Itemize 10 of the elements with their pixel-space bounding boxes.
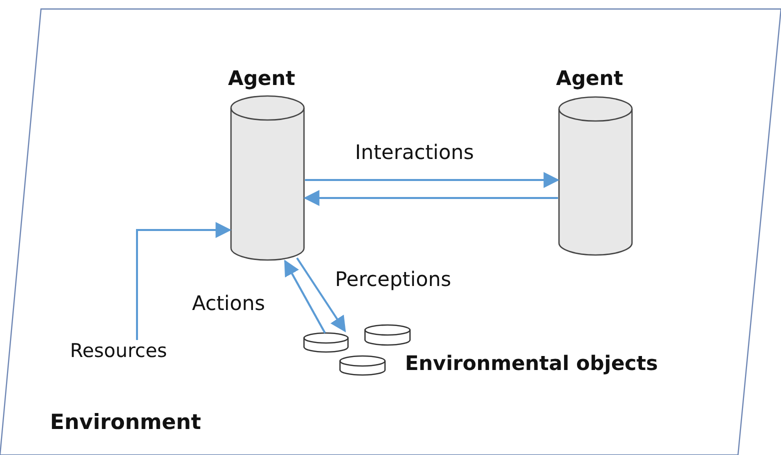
environment-label: Environment <box>50 410 202 434</box>
resources-label: Resources <box>70 340 168 362</box>
arrow <box>303 190 558 206</box>
arrow <box>305 172 560 188</box>
arrow <box>136 222 232 340</box>
agent-heading: Agent <box>228 66 296 90</box>
objects-label: Environmental objects <box>405 351 658 375</box>
arrow <box>296 257 346 332</box>
agent-heading: Agent <box>556 66 624 90</box>
arrow <box>284 260 326 334</box>
